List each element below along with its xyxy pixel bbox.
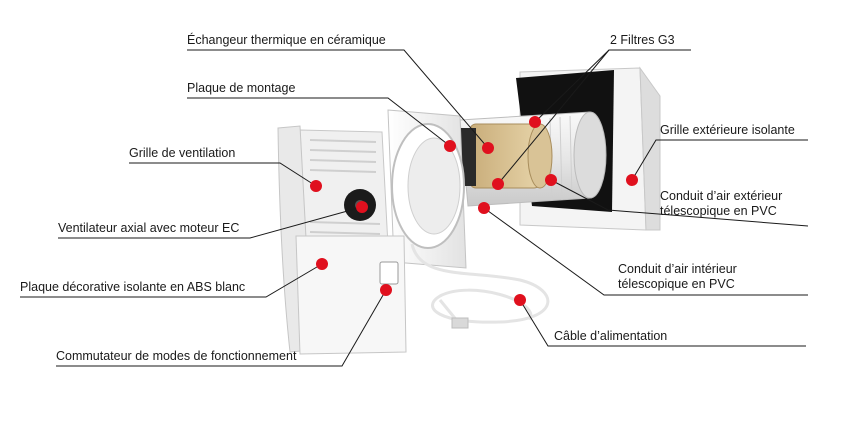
label-mode-switch: Commutateur de modes de fonctionnement [56,349,297,363]
label-mounting-plate: Plaque de montage [187,81,296,95]
power-cable [410,243,550,329]
ceramic-heat-exchanger [458,123,553,189]
leader-lines [20,49,809,367]
label-interior-duct-line1: Conduit d’air intérieur [618,262,737,276]
label-ventilation-grille: Grille de ventilation [129,146,236,160]
callout-markers [310,116,638,306]
label-interior-duct-line2: télescopique en PVC [618,277,735,291]
label-decorative-plate: Plaque décorative isolante en ABS blanc [20,280,246,294]
label-exterior-duct-line1: Conduit d’air extérieur [660,189,783,203]
label-ceramic-exchanger: Échangeur thermique en céramique [187,33,386,47]
label-axial-fan: Ventilateur axial avec moteur EC [58,221,240,235]
label-exterior-duct-line2: télescopique en PVC [660,204,777,218]
label-exterior-grille: Grille extérieure isolante [660,123,795,137]
mode-switch [379,261,399,285]
label-exterior-duct: Conduit d’air extérieur télescopique en … [660,189,782,219]
label-power-cable: Câble d’alimentation [554,329,668,343]
label-filters: 2 Filtres G3 [610,33,675,47]
label-interior-duct: Conduit d’air intérieur télescopique en … [618,262,737,292]
